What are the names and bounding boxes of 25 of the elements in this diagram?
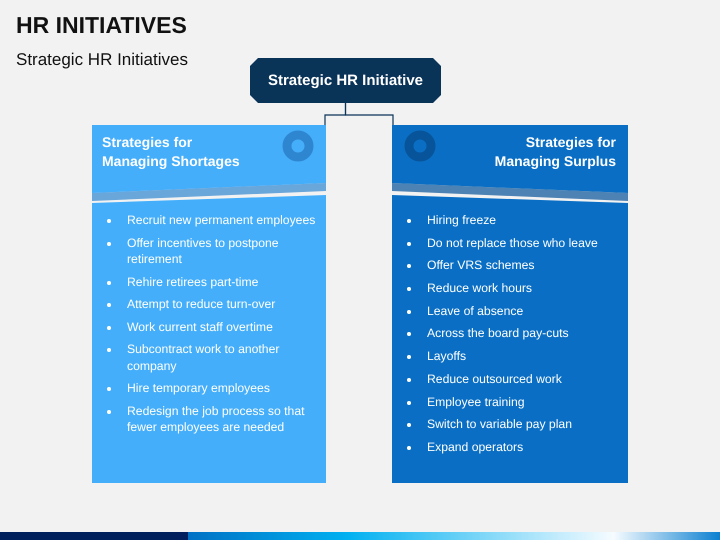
bullet-item: Hire temporary employees bbox=[104, 380, 318, 396]
bullet-item: Offer VRS schemes bbox=[404, 257, 620, 274]
bullet-item: Switch to variable pay plan bbox=[404, 416, 620, 433]
bullet-item: Rehire retirees part-time bbox=[104, 274, 318, 290]
bullet-item: Do not replace those who leave bbox=[404, 234, 620, 252]
bullet-item: Offer incentives to postpone retirement bbox=[104, 234, 318, 268]
bullet-item: Attempt to reduce turn-over bbox=[104, 296, 318, 312]
bullet-item: Redesign the job process so that fewer employees are needed bbox=[104, 402, 318, 436]
bullet-item: Reduce outsourced work bbox=[404, 370, 620, 388]
connector bbox=[344, 103, 394, 125]
title: HR INITIATIVES bbox=[16, 12, 187, 39]
panel-heading: Strategies for Managing Surplus bbox=[494, 133, 616, 171]
bullet-item: Work current staff overtime bbox=[104, 318, 318, 335]
panel-heading: Strategies for Managing Shortages bbox=[102, 133, 241, 171]
bullet-item: Recruit new permanent employees bbox=[104, 212, 318, 228]
bullet-item: Subcontract work to another company bbox=[104, 341, 318, 374]
subtitle: Strategic HR Initiatives bbox=[16, 50, 188, 70]
bullet-item: Across the board pay-cuts bbox=[404, 325, 620, 342]
bullet-item: Layoffs bbox=[404, 348, 620, 365]
bullet-item: Reduce work hours bbox=[404, 280, 620, 297]
root-box: Strategic HR Initiative bbox=[250, 58, 441, 103]
bullet-item: Leave of absence bbox=[404, 302, 620, 320]
bullet-item: Expand operators bbox=[404, 438, 620, 456]
bullet-item: Hiring freeze bbox=[404, 212, 620, 228]
bullet-item: Employee training bbox=[404, 394, 620, 410]
